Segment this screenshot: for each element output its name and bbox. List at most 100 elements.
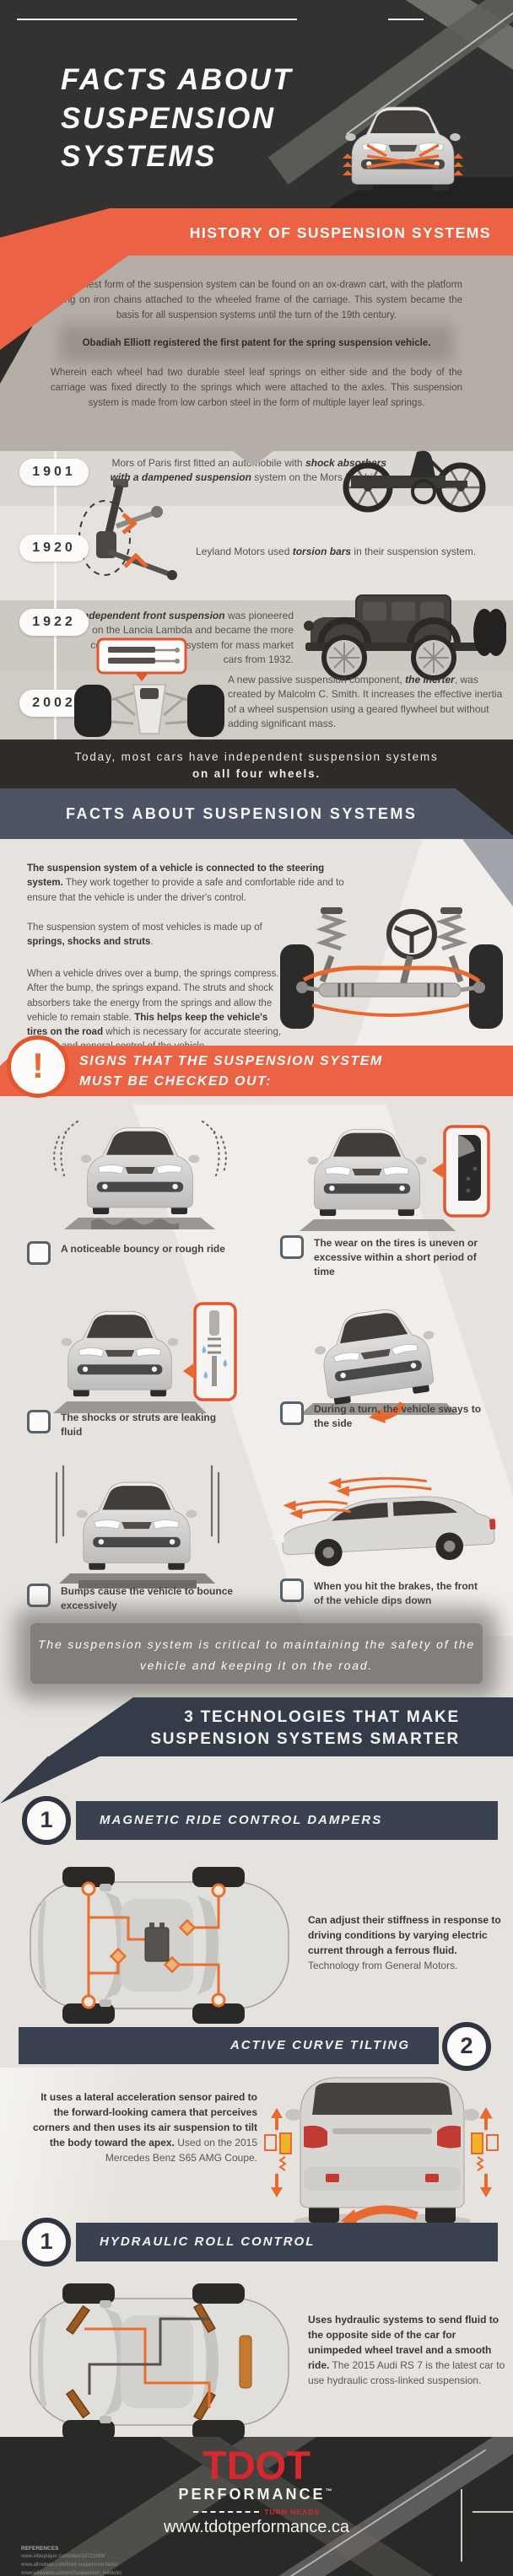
tech1-bar: MAGNETIC RIDE CONTROL DAMPERS [76,1801,498,1840]
tech2-number-badge: 2 [442,2022,491,2071]
history-banner: HISTORY OF SUSPENSION SYSTEMS [0,208,513,255]
tech3-number-badge: 1 [22,2218,71,2267]
sign-label: A noticeable bouncy or rough ride [61,1243,225,1255]
facts-band-title: FACTS ABOUT SUSPENSION SYSTEMS [66,805,418,822]
facts-paragraph-2: The suspension system of most vehicles i… [27,922,262,948]
references-title: REFERENCES [21,2546,59,2552]
reference-link: www.altrodeos.com/front-suspension-facts… [21,2562,118,2568]
history-paragraph-1: The earliest form of the suspension syst… [51,280,462,320]
website-url[interactable]: www.tdotperformance.ca [163,2518,350,2536]
history-highlight-text: Obadiah Elliott registered the first pat… [68,334,445,352]
technologies-title-line1: 3 TECHNOLOGIES THAT MAKE [184,1708,460,1726]
footer-section [0,2437,513,2576]
timeline-text-2002: A new passive suspension component, the … [228,674,503,730]
sign-label: Bumps cause the vehicle to bounce excess… [61,1585,234,1611]
tech2-bar: ACTIVE CURVE TILTING [19,2027,439,2064]
checkbox-icon[interactable] [280,1401,304,1425]
dashed-line [193,2511,260,2513]
decor-line-horizontal [472,2511,513,2513]
tech2-text: It uses a lateral acceleration sensor pa… [32,2091,257,2164]
signs-title-line2: MUST BE CHECKED OUT: [79,1074,272,1089]
sign-tire-wear-illustration [274,1111,494,1238]
history-section [0,255,513,451]
hydraulic-roll-car-top-illustration [19,2282,301,2442]
timeline-text-1922: Independent front suspension was pioneer… [79,610,294,666]
tech3-text: Uses hydraulic systems to send fluid to … [308,2314,505,2386]
today-line2: on all four wheels. [192,766,321,780]
decor-line-vertical [461,2489,462,2562]
tdot-logo: TDOT [202,2443,310,2487]
signs-title: SIGNS THAT THE SUSPENSION SYSTEM MUST BE… [79,1051,467,1092]
sign-item-3: The shocks or struts are leaking fluid [27,1410,240,1439]
sign-item-1: A noticeable bouncy or rough ride [27,1241,240,1265]
sign-leaking-struts-illustration [30,1297,240,1419]
checkbox-icon[interactable] [27,1410,51,1433]
sign-brake-dip-illustration [268,1469,498,1591]
sign-bounce-excessively-illustration [38,1459,236,1592]
active-tilting-car-rear-illustration [260,2056,503,2235]
sign-label: The shocks or struts are leaking fluid [61,1412,217,1438]
header-rule [17,19,297,20]
timeline-year-1901: 1901 [19,459,89,486]
today-line1: Today, most cars have independent suspen… [74,750,439,763]
technologies-title: 3 TECHNOLOGIES THAT MAKE SUSPENSION SYST… [0,1707,460,1750]
exclamation-glyph: ! [32,1046,44,1085]
sign-sway-illustration [274,1288,489,1423]
tech1-number-badge: 1 [22,1796,71,1845]
magnetic-dampers-car-top-illustration [19,1865,301,2025]
timeline-text-1920: Leyland Motors used torsion bars in thei… [196,546,477,557]
checkbox-icon[interactable] [280,1578,304,1602]
checkbox-icon[interactable] [27,1241,51,1265]
tech3-bar: HYDRAULIC ROLL CONTROL [76,2223,498,2261]
sign-item-2: The wear on the tires is uneven or exces… [280,1235,489,1278]
tdot-logo-subtitle: PERFORMANCE™ [0,2486,513,2503]
tech2-title: ACTIVE CURVE TILTING [230,2038,410,2052]
sign-label: The wear on the tires is uneven or exces… [314,1237,478,1277]
sign-item-6: When you hit the brakes, the front of th… [280,1578,489,1608]
decor-notch [233,451,273,466]
signs-title-line1: SIGNS THAT THE SUSPENSION SYSTEM [79,1054,383,1068]
quote-background [30,1623,483,1684]
safety-quote: The suspension system is critical to mai… [38,1638,475,1672]
warning-icon: ! [7,1035,69,1098]
sign-label: When you hit the brakes, the front of th… [314,1580,478,1606]
trademark-symbol: ™ [325,2487,335,2495]
logo-tagline: TURN HEADS [193,2508,320,2516]
signs-banner [0,1046,513,1096]
tagline-text: TURN HEADS [264,2508,320,2516]
technologies-banner [49,1697,513,1756]
history-paragraph-2: Wherein each wheel had two durable steel… [51,368,462,408]
reference-link: www.wikiwand.com/en/Suspension_(vehicle) [21,2570,122,2576]
decor-stripe [0,2068,169,2240]
reference-link: www.slideplayer.com/slide/10721689/ [21,2554,105,2560]
header-car-front-illustration [329,93,477,204]
torsion-bar-illustration [71,477,182,592]
inerter-race-car-illustration [73,637,226,739]
sign-item-4: During a turn, the vehicle sways to the … [280,1401,489,1431]
timeline-year-1922: 1922 [19,609,89,636]
header-section: FACTS ABOUT SUSPENSION SYSTEMS HISTORY O… [0,0,513,255]
header-rule [388,19,424,20]
checkbox-icon[interactable] [27,1584,51,1607]
today-note: Today, most cars have independent suspen… [0,739,513,788]
sign-item-5: Bumps cause the vehicle to bounce excess… [27,1584,240,1613]
facts-band [0,788,513,839]
facts-paragraph-3: When a vehicle drives over a bump, the s… [27,969,282,1051]
tech1-title: MAGNETIC RIDE CONTROL DAMPERS [100,1813,383,1827]
references: REFERENCES www.slideplayer.com/slide/107… [21,2545,375,2576]
tech1-text: Can adjust their stiffness in response t… [308,1914,501,1971]
logo-sub-text: PERFORMANCE [178,2486,326,2503]
sign-bouncy-ride-illustration [40,1111,239,1238]
history-highlight: Obadiah Elliott registered the first pat… [37,334,476,352]
checkbox-icon[interactable] [280,1235,304,1259]
facts-paragraph-1: The suspension system of a vehicle is co… [27,863,344,903]
technologies-title-line2: SUSPENSION SYSTEMS SMARTER [150,1729,460,1748]
page-title: FACTS ABOUT SUSPENSION SYSTEMS [61,63,294,173]
vintage-car-1901-illustration [336,444,492,513]
front-axle-illustration [278,904,505,1043]
timeline-year-1920: 1920 [19,535,89,562]
tech3-title: HYDRAULIC ROLL CONTROL [100,2235,316,2249]
vintage-car-1922-illustration [297,590,506,681]
sign-label: During a turn, the vehicle sways to the … [314,1403,482,1429]
